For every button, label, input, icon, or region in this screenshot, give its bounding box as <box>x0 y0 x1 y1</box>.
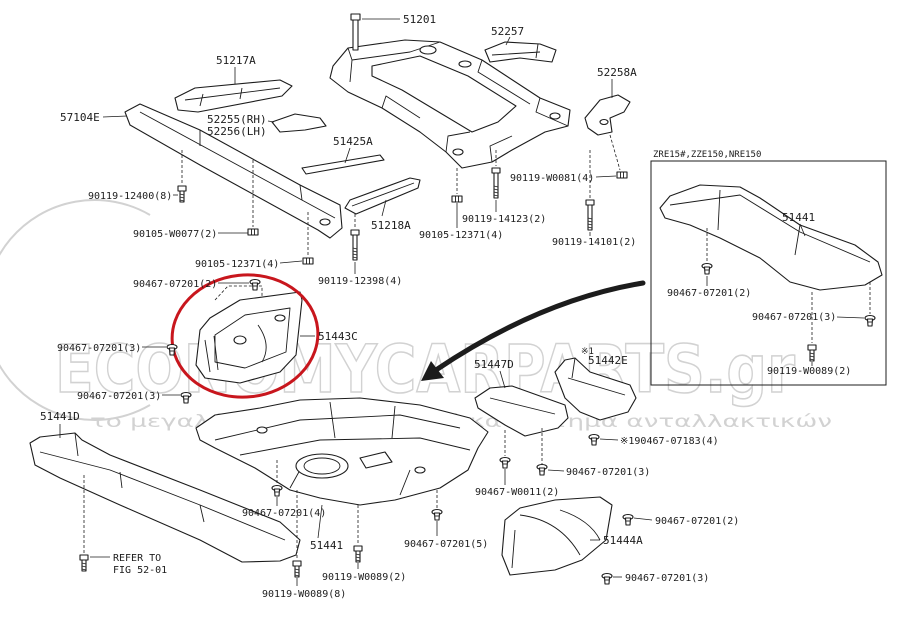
clip-fastener <box>701 262 713 275</box>
label-52257: 52257 <box>491 25 524 38</box>
direction-arrow <box>421 280 646 381</box>
variant-cover-51441-drawing <box>659 184 883 291</box>
label-bolt-12398: 90119-12398(4) <box>318 276 402 287</box>
crossmember-51201-drawing <box>329 13 571 169</box>
bracket-52255-52256-drawing <box>271 113 327 133</box>
clip-fastener <box>622 513 634 526</box>
top-fasteners <box>102 18 628 291</box>
cover-51443c-drawing <box>195 285 303 384</box>
cover-51444a-drawing <box>501 496 613 576</box>
bolt-fastener <box>807 344 817 362</box>
refer-note-line2: FIG 52-01 <box>113 565 167 576</box>
label-clip-07201-mid: 90467-07201(3) <box>566 467 650 478</box>
clip-fastener <box>249 278 261 291</box>
label-51442e: 51442E <box>588 354 628 367</box>
label-variant-51441: 51441 <box>782 211 815 224</box>
label-51201: 51201 <box>403 13 436 26</box>
bolt-fastener <box>292 560 302 578</box>
label-52258a: 52258A <box>597 66 637 79</box>
label-52256-lh: 52256(LH) <box>207 125 267 138</box>
bolt-fastener <box>491 167 501 199</box>
label-nut-12371-center: 90105-12371(4) <box>419 230 503 241</box>
bar-51218a-drawing <box>344 177 421 215</box>
beam-57104e-drawing <box>124 103 343 239</box>
label-clip-07201-51444a-3: 90467-07201(3) <box>625 573 709 584</box>
label-51444a: 51444A <box>603 534 643 547</box>
cover-51447d-drawing <box>474 385 569 437</box>
clip-fastener <box>864 314 876 327</box>
cover-51441d-drawing <box>29 432 301 563</box>
bracket-52257-drawing <box>484 41 557 63</box>
nut-fastener <box>451 195 463 203</box>
cover-51441-drawing <box>195 397 489 506</box>
bar-51425a-drawing <box>301 154 385 175</box>
label-clip-07201-main-5: 90467-07201(5) <box>404 539 488 550</box>
label-bolt-12400: 90119-12400(8) <box>88 191 172 202</box>
label-bolt-14101: 90119-14101(2) <box>552 237 636 248</box>
nut-fastener <box>616 171 628 179</box>
part-labels: 51201 52257 51217A 52258A 57104E 52255(R… <box>40 13 643 552</box>
label-bolt-w0081: 90119-W0081(4) <box>510 173 594 184</box>
variant-box-frame <box>650 160 887 386</box>
highlight-ring <box>170 273 320 399</box>
label-bolt-14123: 90119-14123(2) <box>462 214 546 225</box>
label-51217a: 51217A <box>216 54 256 67</box>
note-mark: ※1 <box>581 347 594 357</box>
label-clip-07201-upper: 90467-07201(2) <box>133 279 217 290</box>
cover-51442e-drawing <box>554 357 637 421</box>
nut-fastener <box>302 257 314 265</box>
label-clip-07201-left-b: 90467-07201(3) <box>77 391 161 402</box>
label-variant-clip-2: 90467-07201(2) <box>667 288 751 299</box>
label-nut-w0077: 90105-W0077(2) <box>133 229 217 240</box>
label-clip-07183: ※190467-07183(4) <box>620 436 719 447</box>
label-52255-rh: 52255(RH) <box>207 113 267 126</box>
label-clip-07201-left-a: 90467-07201(3) <box>57 343 141 354</box>
plate-51217a-drawing <box>174 79 293 113</box>
clip-fastener <box>499 456 511 469</box>
label-clip-07201-51444a-2: 90467-07201(2) <box>655 516 739 527</box>
bracket-52258a-drawing <box>584 94 631 136</box>
clip-fastener <box>601 572 613 585</box>
bolt-fastener <box>177 185 187 203</box>
label-clip-w0011: 90467-W0011(2) <box>475 487 559 498</box>
bolt-fastener <box>353 545 363 563</box>
label-bolt-w0089-2: 90119-W0089(2) <box>322 572 406 583</box>
watermark-brand: ECONOMYCARPARTS.gr <box>55 331 795 408</box>
label-51443c: 51443C <box>318 330 358 343</box>
notes: ※1 REFER TO FIG 52-01 <box>113 347 594 576</box>
label-variant-bolt-2: 90119-W0089(2) <box>767 366 851 377</box>
label-nut-12371-left: 90105-12371(4) <box>195 259 279 270</box>
watermark-logo-arc <box>0 199 151 421</box>
clip-fastener <box>431 508 443 521</box>
clip-fastener <box>271 484 283 497</box>
nut-fastener <box>247 228 259 236</box>
bolt-fastener <box>585 199 595 231</box>
label-51425a: 51425A <box>333 135 373 148</box>
bolt-fastener <box>350 229 360 261</box>
variant-header: ZRE15#,ZZE150,NRE150 <box>653 150 761 160</box>
variant-box: ZRE15#,ZZE150,NRE150 51441 90467-07201(2… <box>650 150 887 386</box>
bolt-fastener <box>79 554 89 572</box>
label-51447d: 51447D <box>474 358 514 371</box>
refer-note-line1: REFER TO <box>113 553 161 564</box>
label-51218a: 51218A <box>371 219 411 232</box>
label-51441d: 51441D <box>40 410 80 423</box>
label-bolt-w0089-8: 90119-W0089(8) <box>262 589 346 600</box>
label-variant-clip-3: 90467-07201(3) <box>752 312 836 323</box>
label-clip-07201-main-4: 90467-07201(4) <box>242 508 326 519</box>
clip-fastener <box>536 463 548 476</box>
fastener-labels: 90119-W0081(4) 90119-12400(8) 90119-1412… <box>57 173 739 600</box>
lower-fasteners <box>59 335 653 586</box>
label-51441: 51441 <box>310 539 343 552</box>
clip-fastener <box>588 433 600 446</box>
label-57104e: 57104E <box>60 111 100 124</box>
